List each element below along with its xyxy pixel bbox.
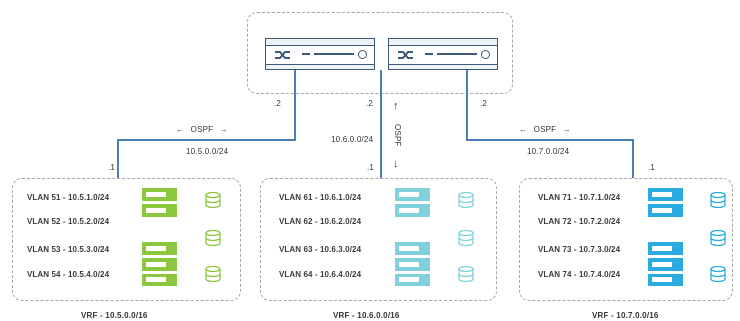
router-port-line [437, 53, 477, 55]
vrf-label: VRF - 10.6.0.0/16 [333, 311, 400, 320]
link-middle-top-ip: .2 [366, 99, 374, 108]
link-middle-subnet: 10.6.0.0/24 [331, 135, 374, 144]
database-icon [458, 192, 474, 208]
link-left-subnet: 10.5.0.0/24 [186, 147, 229, 156]
database-icon [458, 230, 474, 246]
vlan-label: VLAN 63 - 10.6.3.0/24 [279, 245, 362, 254]
arrow-up-icon: ↑ [393, 100, 399, 112]
router-switch-icon [275, 51, 290, 59]
router-switch-icon [398, 51, 413, 59]
arrow-right-icon: → [219, 125, 228, 134]
router-led-icon [358, 50, 367, 59]
vrf-label: VRF - 10.5.0.0/16 [81, 311, 148, 320]
database-icon [710, 266, 726, 282]
site-box-vrf-10-6 [260, 178, 497, 301]
link-left-top-ip: .2 [274, 99, 282, 108]
vlan-label: VLAN 72 - 10.7.2.0/24 [538, 217, 621, 226]
router-left[interactable] [265, 38, 375, 70]
vlan-label: VLAN 52 - 10.5.2.0/24 [27, 217, 110, 226]
link-left [117, 70, 296, 178]
router-port-line [302, 53, 310, 55]
database-icon [710, 230, 726, 246]
link-middle-bottom-ip: .1 [367, 163, 375, 172]
database-icon [205, 266, 221, 282]
site-box-vrf-10-5 [12, 178, 241, 301]
router-right[interactable] [388, 38, 498, 70]
link-right-bottom-ip: .1 [648, 163, 656, 172]
vlan-label: VLAN 51 - 10.5.1.0/24 [27, 193, 110, 202]
vlan-label: VLAN 73 - 10.7.3.0/24 [538, 245, 621, 254]
router-led-icon [481, 50, 490, 59]
vlan-label: VLAN 54 - 10.5.4.0/24 [27, 270, 110, 279]
arrow-down-icon: ↓ [393, 158, 399, 170]
vlan-label: VLAN 71 - 10.7.1.0/24 [538, 193, 621, 202]
server-stack-icon [395, 188, 430, 286]
vrf-label: VRF - 10.7.0.0/16 [592, 311, 659, 320]
router-port-line [425, 53, 433, 55]
link-right [466, 70, 634, 178]
link-left-protocol: ← OSPF → [176, 125, 228, 134]
arrow-left-icon: ← [519, 125, 528, 134]
database-icon [205, 192, 221, 208]
database-icon [205, 230, 221, 246]
vlan-label: VLAN 61 - 10.6.1.0/24 [279, 193, 362, 202]
vlan-label: VLAN 62 - 10.6.2.0/24 [279, 217, 362, 226]
site-box-vrf-10-7 [519, 178, 733, 301]
vlan-label: VLAN 74 - 10.7.4.0/24 [538, 270, 621, 279]
server-stack-icon [648, 188, 683, 286]
link-right-subnet: 10.7.0.0/24 [527, 147, 570, 156]
server-stack-icon [142, 188, 177, 286]
link-right-top-ip: .2 [480, 99, 488, 108]
link-left-bottom-ip: .1 [108, 163, 116, 172]
arrow-right-icon: → [562, 125, 571, 134]
arrow-left-icon: ← [176, 125, 185, 134]
database-icon [710, 192, 726, 208]
router-port-line [314, 53, 354, 55]
vlan-label: VLAN 64 - 10.6.4.0/24 [279, 270, 362, 279]
link-right-protocol: ← OSPF → [519, 125, 571, 134]
link-middle-protocol: OSPF [393, 124, 402, 147]
database-icon [458, 266, 474, 282]
vlan-label: VLAN 53 - 10.5.3.0/24 [27, 245, 110, 254]
